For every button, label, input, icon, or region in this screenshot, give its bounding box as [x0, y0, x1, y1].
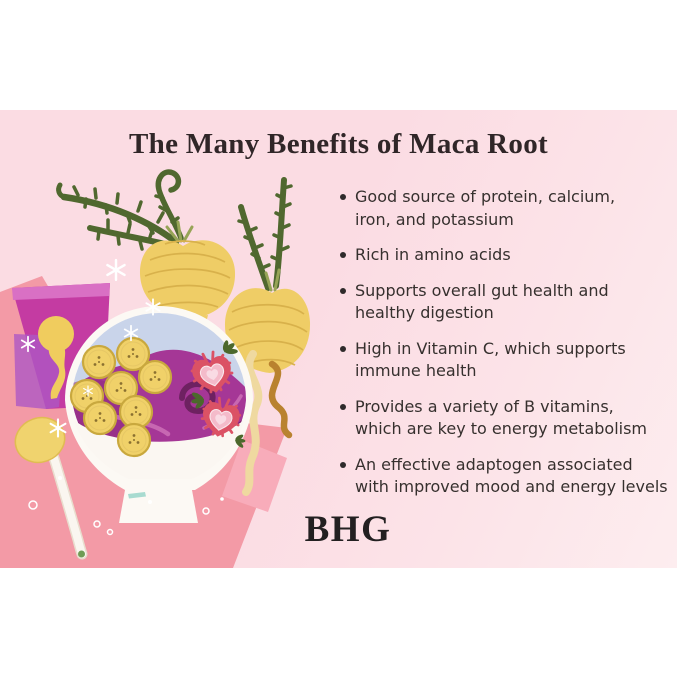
benefit-text: Supports overall gut health and healthy … — [355, 280, 609, 325]
benefit-item: Rich in amino acids — [338, 244, 670, 267]
bag-fold — [12, 283, 110, 300]
banana-slice — [82, 400, 118, 436]
maca-leaves-left — [56, 169, 184, 251]
benefit-text: Provides a variety of B vitamins, which … — [355, 396, 647, 441]
banana-slice — [116, 422, 152, 458]
bullet-icon — [340, 461, 346, 468]
benefit-line: which are key to energy metabolism — [355, 419, 647, 438]
benefit-text: Rich in amino acids — [355, 244, 511, 267]
benefit-line: healthy digestion — [355, 303, 494, 322]
napkin — [222, 440, 287, 512]
maca-leaves-right — [237, 177, 293, 291]
benefit-line: An effective adaptogen associated — [355, 454, 633, 474]
benefit-text: An effective adaptogen associated with i… — [355, 454, 668, 499]
banana-slice — [81, 344, 117, 380]
root-body — [139, 240, 236, 319]
bullet-icon — [340, 403, 346, 410]
bowl-foot — [119, 490, 198, 523]
benefit-line: immune health — [355, 361, 477, 380]
leaf-stems — [264, 268, 281, 292]
bullet-icon — [340, 252, 346, 258]
benefit-item: High in Vitamin C, which supports immune… — [338, 338, 670, 383]
benefit-text: Good source of protein, calcium, iron, a… — [355, 186, 615, 231]
benefit-line: High in Vitamin C, which supports — [355, 338, 626, 358]
root-tail-pale — [242, 350, 263, 496]
maca-root-right — [224, 177, 311, 373]
benefit-line: Supports overall gut health and — [355, 280, 609, 300]
bowl-foot-accent — [128, 492, 146, 499]
benefit-item: Supports overall gut health and healthy … — [338, 280, 670, 325]
root-body — [224, 288, 311, 373]
benefit-item: Provides a variety of B vitamins, which … — [338, 396, 670, 441]
benefit-text: High in Vitamin C, which supports immune… — [355, 338, 626, 383]
benefit-item: Good source of protein, calcium, iron, a… — [338, 186, 670, 231]
spoon-tip-bead — [78, 550, 85, 558]
brand-logo: BHG — [304, 509, 392, 550]
bowl-front-rim — [74, 420, 244, 479]
bullet-icon — [340, 194, 346, 200]
benefit-line: with improved mood and energy levels — [355, 477, 668, 496]
root-tail-gold — [268, 360, 293, 439]
smoothie-bowl — [65, 306, 253, 523]
maca-illustration — [0, 169, 311, 568]
leaf-stems — [165, 220, 194, 243]
infographic-panel: The Many Benefits of Maca Root Good sour… — [0, 110, 677, 568]
bullet-icon — [340, 287, 346, 294]
benefits-list: Good source of protein, calcium, iron, a… — [338, 186, 670, 512]
bag-root-print — [38, 316, 74, 399]
benefit-item: An effective adaptogen associated with i… — [338, 454, 670, 499]
page-title: The Many Benefits of Maca Root — [129, 128, 548, 160]
root-texture — [144, 240, 231, 308]
sparkle-icon — [106, 258, 126, 282]
tiny-dots — [58, 476, 224, 504]
benefit-line: iron, and potassium — [355, 209, 514, 229]
benefit-line: Good source of protein, calcium, — [355, 187, 616, 206]
bubble-dots — [28, 500, 210, 536]
bullet-icon — [340, 345, 346, 352]
benefit-line: Provides a variety of B vitamins, — [355, 396, 614, 416]
sparkles — [20, 258, 224, 536]
banana-slice — [137, 359, 173, 395]
benefit-line: Rich in amino acids — [355, 245, 511, 264]
smoothie-swirl — [179, 381, 216, 415]
maca-root-left — [56, 169, 236, 348]
